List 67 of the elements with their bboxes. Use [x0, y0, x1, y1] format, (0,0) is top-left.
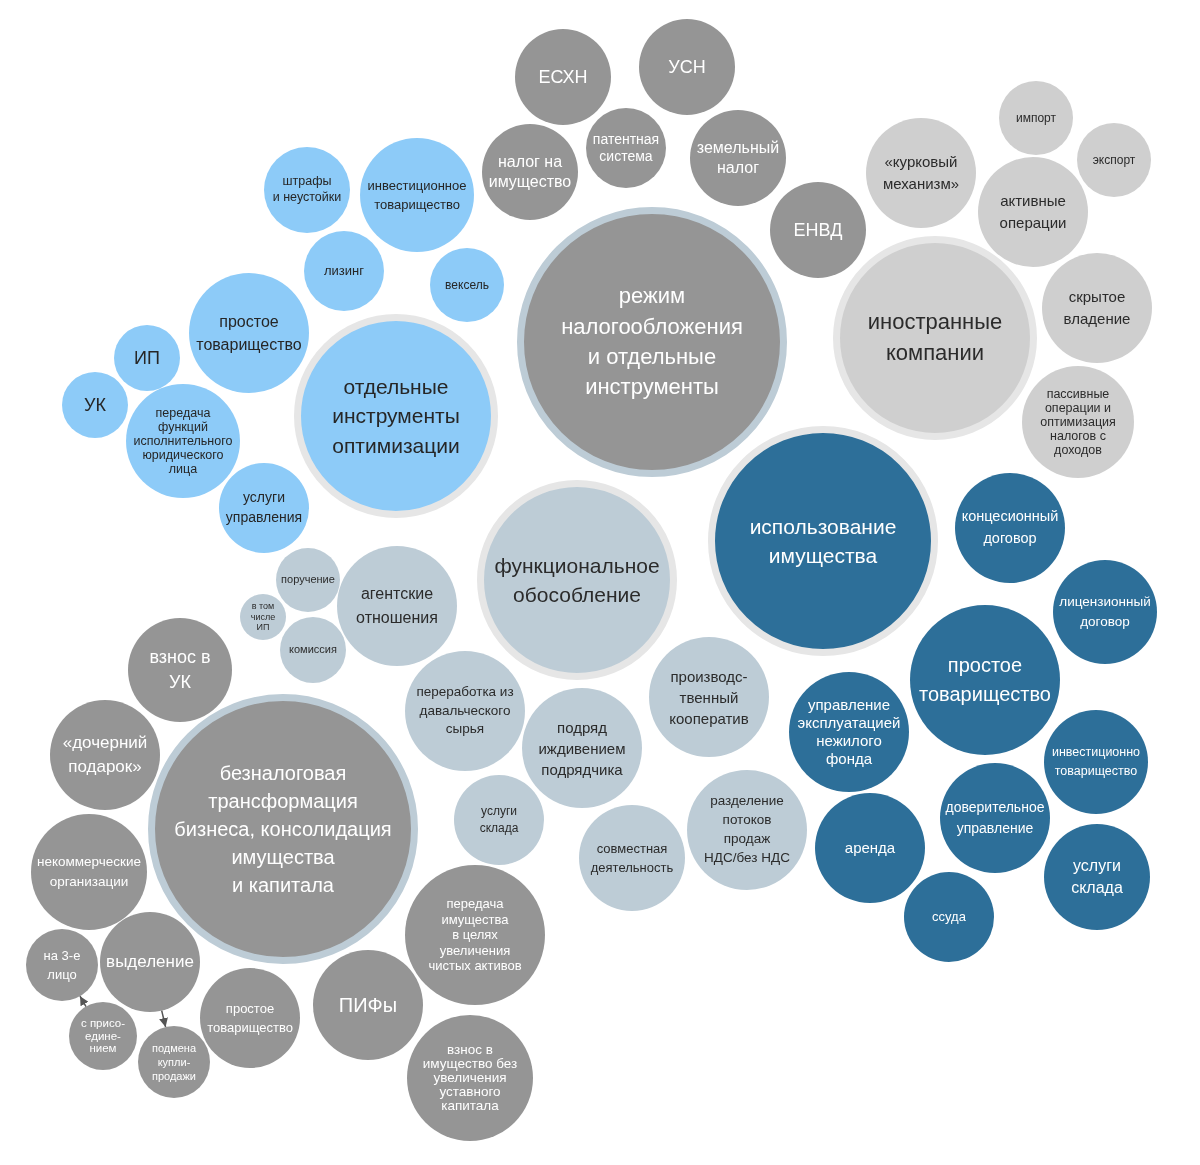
- topic-label: активные операции: [999, 190, 1067, 233]
- topic-bubble: [276, 548, 340, 612]
- topic-label: ИП: [134, 346, 160, 370]
- topic-label: ЕНВД: [793, 218, 843, 242]
- category-label: иностранные компании: [867, 308, 1003, 367]
- topic-label: «курковый механизм»: [882, 151, 960, 194]
- topic-bubble: [430, 248, 504, 322]
- topic-label: вексель: [445, 277, 489, 293]
- topic-label: агентские отношения: [356, 584, 438, 628]
- topic-bubble: [114, 325, 180, 391]
- arrow: [79, 995, 89, 1008]
- topic-label: комиссия: [289, 643, 337, 657]
- topic-label: скрытое владение: [1063, 286, 1131, 329]
- topic-label: лизинг: [324, 262, 364, 280]
- topic-label: взнос в УК: [149, 645, 211, 694]
- topic-bubble: [770, 182, 866, 278]
- topic-label: совместная деятельность: [590, 839, 674, 877]
- topic-label: простое товарищество: [196, 311, 302, 355]
- topic-label: концесионный договор: [961, 507, 1059, 548]
- topic-label: инвестиционно товарищество: [1051, 744, 1141, 780]
- topic-label: ПИФы: [338, 992, 398, 1018]
- topic-label: простое товарищество: [919, 653, 1051, 707]
- category-label: отдельные инструменты оптимизации: [332, 373, 460, 459]
- topic-label: простое товарищество: [207, 999, 293, 1037]
- topic-bubble: [240, 594, 286, 640]
- topic-label: УК: [84, 393, 106, 417]
- topic-label: лицензионный договор: [1059, 592, 1151, 631]
- topic-label: аренда: [844, 838, 896, 858]
- topic-label: доверительное управление: [945, 798, 1045, 838]
- topic-label: услуги управления: [225, 488, 303, 527]
- topic-bubble: [280, 617, 346, 683]
- topic-label: экспорт: [1092, 152, 1136, 168]
- topic-label: некоммерческие организации: [36, 852, 142, 891]
- topic-label: услуги склада: [1071, 855, 1123, 898]
- topic-label: передача функций исполнительного юридического лица: [133, 406, 233, 476]
- topic-bubble: [219, 463, 309, 553]
- topic-label: в том числе ИП: [250, 601, 276, 633]
- topic-label: ЕСХН: [538, 65, 588, 89]
- category-label: использование имущества: [749, 513, 897, 569]
- category-label: безналоговая трансформация бизнеса, консолидация имущества и капитала: [174, 761, 392, 898]
- topic-label: ссуда: [932, 908, 966, 926]
- topic-bubble: [304, 231, 384, 311]
- topic-label: пассивные операции и оптимизация налогов с доходов: [1040, 387, 1116, 457]
- topic-label: услуги склада: [479, 803, 519, 837]
- topic-label: налог на имущество: [488, 152, 572, 192]
- topic-label: переработка из давальческого сырья: [416, 682, 514, 739]
- topic-label: производс- твенный кооператив: [669, 666, 749, 729]
- topic-label: патентная система: [592, 130, 660, 166]
- topic-label: подряд иждивением подрядчика: [538, 717, 626, 780]
- arrow: [159, 1009, 168, 1028]
- topic-label: выделение: [106, 951, 194, 973]
- topic-label: земельный налог: [696, 138, 780, 178]
- topic-label: УСН: [668, 55, 706, 79]
- topic-label: подмена купли- продажи: [151, 1040, 197, 1084]
- topic-label: на 3-е лицо: [43, 946, 81, 984]
- category-label: режим налогообложения и отдельные инструменты: [561, 282, 743, 402]
- topic-label: взнос в имущество без увеличения уставного капитала: [422, 1042, 518, 1114]
- category-label: функциональное обособление: [494, 552, 660, 608]
- topic-label: разделение потоков продаж НДС/без НДС: [704, 792, 790, 867]
- topic-label: штрафы и неустойки: [272, 174, 342, 206]
- topic-label: управление эксплуатацией нежилого фонда: [797, 696, 901, 768]
- topic-label: импорт: [1016, 110, 1056, 126]
- topic-label: «дочерний подарок»: [62, 732, 148, 778]
- topic-label: передача имущества в целях увеличения чистых активов: [428, 896, 522, 974]
- topic-label: поручение: [281, 573, 335, 587]
- topic-label: инвестиционное товарищество: [367, 176, 467, 214]
- topic-label: с присо- едине- нием: [80, 1017, 126, 1055]
